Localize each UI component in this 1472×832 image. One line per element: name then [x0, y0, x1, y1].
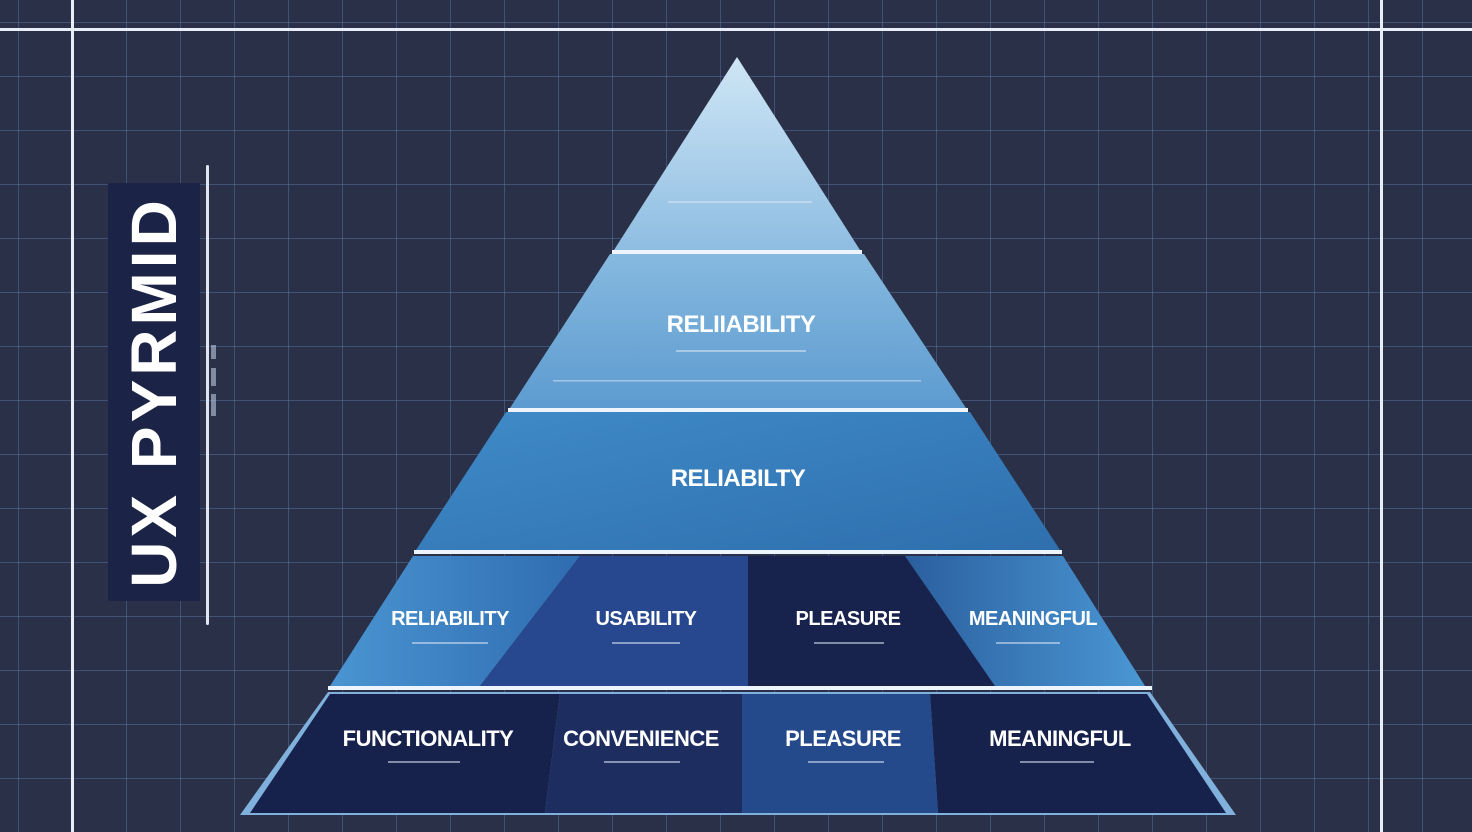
frame-left-line: [71, 0, 74, 832]
tier-separator: [508, 408, 968, 412]
row3-caption-3: [814, 642, 884, 644]
row4-caption-2: [604, 761, 680, 763]
tier-separator: [612, 250, 862, 254]
apex-caption-line: [668, 201, 812, 203]
pyramid-apex-tier: [614, 57, 860, 250]
row4-label-4: MEANINGFUL: [989, 726, 1131, 751]
middle-tier-label: RELIABILTY: [671, 465, 806, 492]
row4-caption-3: [808, 761, 884, 763]
title-panel: [108, 183, 200, 601]
upper-tier-rule: [553, 380, 921, 382]
row3-segment-1: [330, 556, 580, 686]
row4-segment-4: [930, 694, 1226, 813]
row4-label-2: CONVENIENCE: [563, 726, 719, 751]
row3-caption-2: [612, 642, 680, 644]
row4-segment-2: [545, 694, 742, 813]
upper-tier-label: RELIIABILITY: [667, 311, 816, 338]
tier-separator: [414, 550, 1062, 554]
row4-segment-1: [250, 694, 560, 813]
frame-right-line: [1380, 0, 1383, 832]
row4-caption-4: [1020, 761, 1094, 763]
decorative-mark: [211, 345, 216, 359]
row3-label-2: USABILITY: [595, 608, 697, 630]
row3-label-3: PLEASURE: [796, 608, 901, 630]
title-divider: [206, 165, 209, 625]
upper-tier-caption: [676, 350, 806, 352]
row3-caption-1: [412, 642, 488, 644]
row3-caption-4: [996, 642, 1060, 644]
row3-segment-3: [748, 556, 995, 686]
decorative-mark: [211, 394, 216, 416]
row3-segment-4: [905, 556, 1145, 686]
row4-label-1: FUNCTIONALITY: [343, 726, 515, 751]
pyramid-upper-tier: [510, 254, 966, 408]
row3-label-1: RELIABILITY: [391, 608, 510, 630]
tier-separator: [328, 686, 1152, 690]
row4-segment-3: [742, 694, 938, 813]
frame-top-line: [0, 28, 1472, 31]
row4-label-3: PLEASURE: [785, 726, 901, 751]
row3-segment-2: [480, 556, 748, 686]
pyramid-middle-tier: [416, 412, 1060, 550]
decorative-mark: [211, 368, 216, 386]
row3-label-4: MEANINGFUL: [969, 608, 1098, 630]
row4-caption-1: [388, 761, 460, 763]
